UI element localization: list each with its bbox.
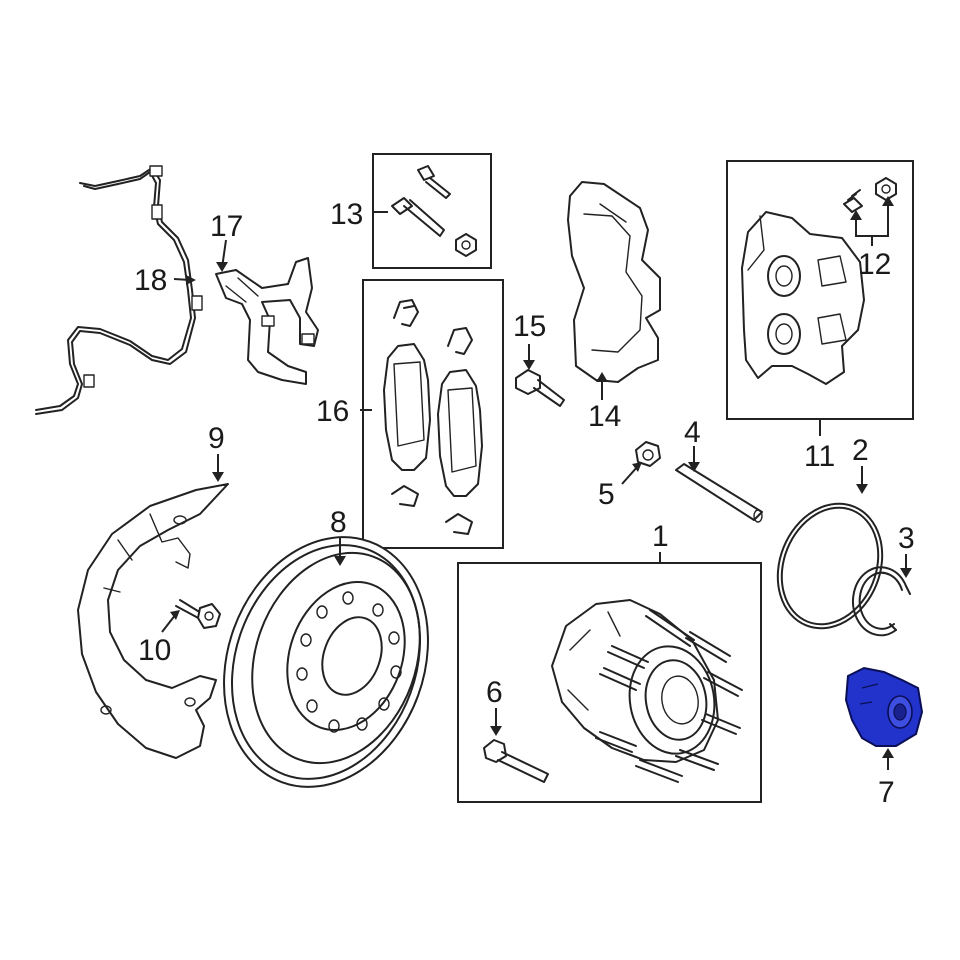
callout-14[interactable]: 14 bbox=[588, 400, 621, 433]
callout-8[interactable]: 8 bbox=[330, 506, 347, 539]
callout-1[interactable]: 1 bbox=[652, 520, 669, 553]
callout-15[interactable]: 15 bbox=[513, 310, 546, 343]
part-6-wheel-stud[interactable] bbox=[483, 739, 549, 783]
part-18-abs-sensor-harness[interactable] bbox=[35, 165, 203, 415]
group-box-16 bbox=[362, 279, 504, 549]
part-11-caliper[interactable] bbox=[741, 211, 865, 385]
callout-17[interactable]: 17 bbox=[210, 210, 243, 243]
part-3-snap-ring[interactable] bbox=[851, 566, 911, 637]
callout-10[interactable]: 10 bbox=[138, 634, 171, 667]
part-4-pin[interactable] bbox=[675, 463, 763, 523]
part-9-dust-shield[interactable] bbox=[77, 483, 229, 759]
group-box-1 bbox=[457, 562, 762, 803]
part-17-bracket[interactable] bbox=[215, 257, 319, 385]
callout-2[interactable]: 2 bbox=[852, 434, 869, 467]
callout-11[interactable]: 11 bbox=[804, 440, 835, 473]
part-16-brake-pads[interactable] bbox=[383, 299, 483, 535]
callout-6[interactable]: 6 bbox=[486, 676, 503, 709]
part-10-bolt[interactable] bbox=[175, 599, 221, 629]
part-5-nut[interactable] bbox=[635, 441, 661, 467]
group-box-11 bbox=[726, 160, 914, 420]
callout-4[interactable]: 4 bbox=[684, 416, 701, 449]
part-2-o-ring[interactable] bbox=[760, 488, 901, 644]
callout-5[interactable]: 5 bbox=[598, 478, 615, 511]
rotor-lug-holes bbox=[296, 591, 402, 733]
callout-arrows bbox=[161, 196, 912, 770]
callout-9[interactable]: 9 bbox=[208, 422, 225, 455]
callout-16[interactable]: 16 bbox=[316, 395, 349, 428]
callout-18[interactable]: 18 bbox=[134, 264, 167, 297]
callout-13[interactable]: 13 bbox=[330, 198, 363, 231]
callout-labels: 13 17 18 15 16 14 12 11 4 5 2 3 1 9 8 10… bbox=[134, 198, 915, 809]
callout-12[interactable]: 12 bbox=[858, 248, 891, 281]
callout-3[interactable]: 3 bbox=[898, 522, 915, 555]
part-14-caliper-bracket[interactable] bbox=[567, 181, 661, 383]
hub-studs bbox=[595, 609, 743, 783]
part-15-bolt[interactable] bbox=[515, 369, 565, 407]
part-13-caliper-bolts[interactable] bbox=[391, 165, 477, 257]
callout-7[interactable]: 7 bbox=[878, 776, 895, 809]
part-1-hub-assembly[interactable] bbox=[551, 599, 743, 783]
part-12-bleeder-screw[interactable] bbox=[843, 177, 897, 213]
part-8-brake-rotor[interactable] bbox=[190, 508, 462, 816]
part-7-highlighted-component[interactable] bbox=[844, 666, 924, 747]
